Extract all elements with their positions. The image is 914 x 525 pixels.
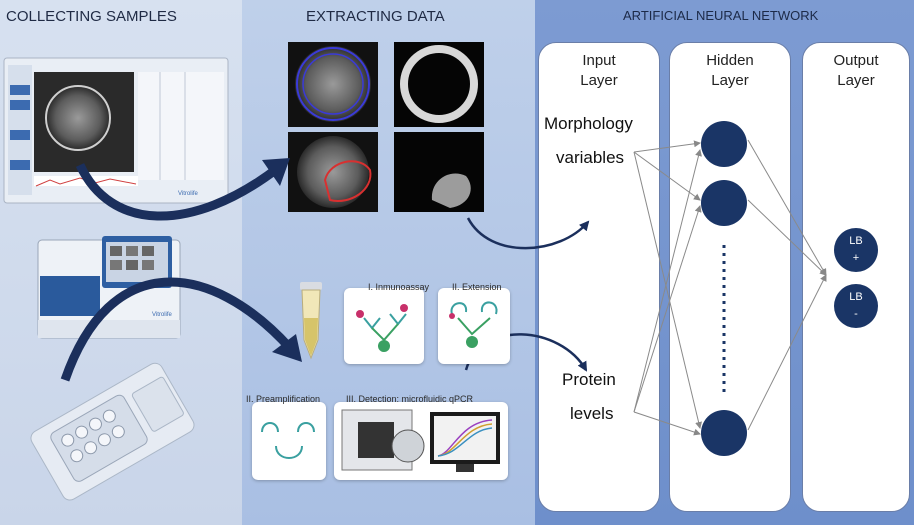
arrow-morphology <box>466 217 590 250</box>
output-node-lb-positive: LB + <box>834 228 878 272</box>
output-layer-column: Output Layer <box>802 42 910 512</box>
caption-detection: III. Detection: microfluidic qPCR <box>346 394 474 404</box>
hidden-node-2 <box>701 180 747 226</box>
embryo-image-icm-mask <box>394 132 484 212</box>
card-extension <box>438 288 510 364</box>
input-protein-line2: levels <box>570 404 614 423</box>
hidden-node-1 <box>701 121 747 167</box>
svg-text:Vitrolife: Vitrolife <box>152 312 173 318</box>
arrow-to-assay <box>60 277 294 382</box>
extension-icon <box>449 301 498 348</box>
microscope-software-screenshot: Vitrolife <box>3 57 229 204</box>
input-layer-column: Input Layer <box>538 42 660 512</box>
output-layer-title-1: Output <box>833 52 879 69</box>
caption-preamplification: II. Preamplification <box>246 394 321 404</box>
immunoassay-icon <box>356 304 408 352</box>
output-node-2-line1: LB <box>849 291 863 303</box>
hidden-layer-title-2: Layer <box>711 72 749 89</box>
embryo-image-zona-mask <box>394 42 484 127</box>
input-protein-line1: Protein <box>562 370 616 389</box>
output-node-1-line1: LB <box>849 235 863 247</box>
hidden-layer-title-1: Hidden <box>706 52 754 69</box>
qpcr-detection-icon <box>341 409 500 472</box>
embryo-image-segmented-zona <box>288 42 378 127</box>
caption-immunoassay: I. Inmunoassay <box>368 282 430 292</box>
output-layer-title-2: Layer <box>837 72 875 89</box>
input-morphology-line1: Morphology <box>544 114 633 133</box>
card-immunoassay <box>344 288 424 364</box>
card-detection <box>334 402 508 480</box>
network-connections <box>633 139 827 436</box>
sample-tube <box>300 282 322 360</box>
output-node-2-line2: - <box>854 308 858 320</box>
panel-title-extracting: EXTRACTING DATA <box>306 8 445 25</box>
preamplification-icon <box>261 422 315 459</box>
arrow-to-images <box>75 163 281 221</box>
panel-title-ann: ARTIFICIAL NEURAL NETWORK <box>623 8 819 23</box>
output-node-lb-negative: LB - <box>834 284 878 328</box>
panel-title-collecting: COLLECTING SAMPLES <box>6 8 177 25</box>
card-preamplification <box>252 402 326 480</box>
input-layer-title-2: Layer <box>580 72 618 89</box>
output-node-1-line2: + <box>852 252 860 264</box>
embryo-image-segmented-icm <box>288 132 378 212</box>
timelapse-incubator-device: Vitrolife <box>37 236 181 339</box>
caption-extension: II. Extension <box>452 282 502 292</box>
input-layer-title-1: Input <box>582 52 616 69</box>
svg-text:Vitrolife: Vitrolife <box>178 191 199 197</box>
culture-dish-slide <box>30 362 195 501</box>
hidden-node-3 <box>701 410 747 456</box>
input-morphology-line2: variables <box>556 148 625 167</box>
